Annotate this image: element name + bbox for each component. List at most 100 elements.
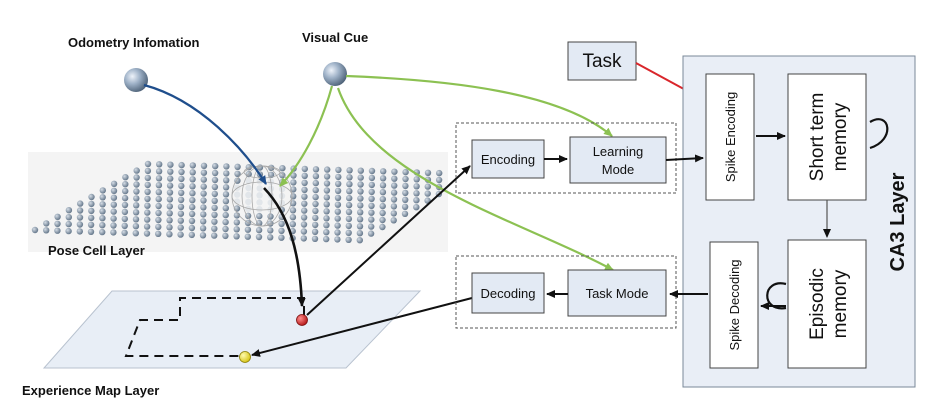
- pose-cell: [301, 193, 308, 200]
- episodic-memory-label-line2: memory: [830, 269, 851, 338]
- pose-cell: [189, 183, 196, 190]
- pose-cell: [278, 185, 286, 193]
- pose-cell: [177, 196, 185, 203]
- experience-node-yellow: [239, 351, 251, 363]
- pose-cell: [368, 174, 376, 182]
- pose-cell: [368, 223, 375, 230]
- pose-cell: [424, 190, 431, 197]
- episodic-memory-label-line1: Episodic: [807, 268, 828, 340]
- pose-cell: [222, 232, 229, 240]
- pose-cell: [189, 169, 196, 176]
- pose-cell: [391, 182, 398, 189]
- encoding-box-label: Encoding: [481, 152, 535, 167]
- pose-cell: [357, 209, 364, 216]
- pose-cell: [256, 206, 263, 213]
- pose-to-map-arrow: [263, 187, 306, 307]
- pose-cell: [200, 169, 208, 176]
- pose-cell: [99, 201, 106, 208]
- pose-cell: [110, 201, 118, 208]
- pose-cell: [379, 189, 387, 196]
- pose-cell: [144, 160, 152, 168]
- pose-cell: [301, 165, 308, 173]
- spike-decoding-box: [709, 241, 759, 369]
- pose-cell: [211, 197, 218, 204]
- pose-cell: [200, 176, 207, 183]
- pose-cell: [110, 222, 117, 229]
- pose-cell: [155, 209, 162, 217]
- pose-cell: [200, 183, 207, 190]
- pose-cell: [323, 194, 330, 201]
- pose-cell: [402, 182, 409, 190]
- pose-cell: [345, 236, 352, 243]
- pose-cell: [200, 190, 207, 197]
- pose-cell: [99, 208, 106, 215]
- pose-cell: [357, 174, 364, 181]
- pose-cell: [121, 194, 129, 202]
- pose-cell: [177, 210, 185, 217]
- pose-cell: [334, 236, 341, 243]
- pose-cell: [380, 168, 387, 175]
- pose-cell: [155, 202, 162, 210]
- pose-cell: [133, 202, 140, 209]
- pose-cell: [413, 204, 420, 211]
- experience-map-plane: [42, 290, 422, 369]
- pose-cell: [166, 217, 173, 224]
- pose-cell: [166, 224, 173, 231]
- pose-cell: [121, 229, 128, 236]
- pose-cell: [290, 193, 297, 200]
- pose-cell: [346, 194, 353, 202]
- pose-cell: [391, 175, 398, 182]
- episodic-loop-icon: [766, 282, 787, 310]
- pose-cell: [144, 202, 151, 209]
- pose-cell: [233, 233, 240, 240]
- pose-cell: [278, 227, 285, 234]
- pose-cell: [222, 191, 230, 198]
- pose-cell: [222, 184, 230, 191]
- short-term-loop-icon: [869, 118, 889, 150]
- pose-cell: [121, 215, 128, 223]
- odometry-label: Odometry Infomation: [68, 35, 200, 50]
- pose-cell: [267, 234, 274, 241]
- pose-cell: [334, 187, 342, 194]
- pose-cell: [155, 223, 162, 231]
- pose-cell: [267, 185, 275, 192]
- pose-cell: [245, 177, 252, 185]
- pose-cell: [323, 201, 330, 208]
- visual-cue-to-learning-arrow: [345, 74, 613, 137]
- learning-mode-label-line2: Mode: [602, 162, 635, 177]
- pose-cell: [132, 230, 139, 237]
- pose-cell: [267, 227, 274, 234]
- pose-cell: [211, 232, 218, 239]
- pose-cell: [335, 166, 342, 174]
- pose-cell: [177, 217, 184, 224]
- pose-cell-layer-label: Pose Cell Layer: [48, 243, 145, 258]
- pose-cell: [300, 235, 307, 242]
- pose-cell: [76, 228, 84, 235]
- pose-cell: [233, 226, 240, 233]
- pose-cell: [301, 207, 308, 214]
- pose-cell: [357, 188, 364, 195]
- pose-cell: [256, 185, 263, 192]
- pose-cell: [368, 195, 375, 202]
- pose-cell: [110, 208, 117, 215]
- pose-cell: [143, 230, 151, 237]
- pose-cell: [233, 198, 241, 205]
- pose-cell: [200, 218, 207, 225]
- pose-cell: [178, 161, 185, 169]
- pose-cell: [99, 228, 106, 236]
- pose-cell: [166, 182, 174, 189]
- pose-cell: [255, 233, 263, 241]
- learning-mode-box: [569, 136, 667, 184]
- pose-cell: [379, 196, 386, 203]
- pose-cell: [356, 216, 364, 223]
- pose-cell: [177, 224, 184, 231]
- task-box: [567, 41, 637, 81]
- pose-cell: [211, 183, 219, 191]
- pose-cell: [65, 227, 72, 235]
- pose-cell: [110, 187, 118, 194]
- pose-cell: [256, 212, 263, 220]
- pose-cell: [256, 192, 263, 199]
- pose-cell: [222, 225, 229, 233]
- pose-cell: [391, 168, 398, 175]
- pose-cell: [245, 184, 252, 192]
